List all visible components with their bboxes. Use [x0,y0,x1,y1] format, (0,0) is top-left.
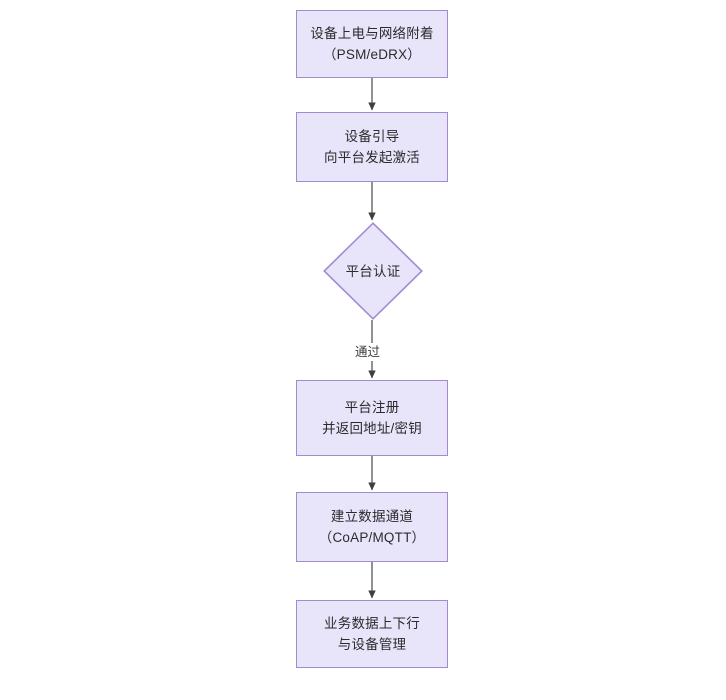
node-business-data-line2: 与设备管理 [337,637,407,652]
node-data-channel[interactable]: 建立数据通道 （CoAP/MQTT） [296,492,448,562]
node-device-bootstrap[interactable]: 设备引导 向平台发起激活 [296,112,448,182]
node-device-power-on[interactable]: 设备上电与网络附着 （PSM/eDRX） [296,10,448,78]
node-data-channel-line2: （CoAP/MQTT） [318,530,426,545]
diamond-shape-icon [323,222,423,320]
node-device-power-on-line2: （PSM/eDRX） [322,47,422,62]
node-platform-register-line2: 并返回地址/密钥 [322,421,422,436]
node-device-bootstrap-line1: 设备引导 [344,129,400,144]
edge-label-pass: 通过 [352,343,384,361]
node-device-bootstrap-line2: 向平台发起激活 [324,150,420,165]
node-device-power-on-line1: 设备上电与网络附着 [310,26,434,41]
node-platform-auth-label: 平台认证 [345,263,401,279]
node-platform-register-line1: 平台注册 [344,400,400,415]
node-business-data[interactable]: 业务数据上下行 与设备管理 [296,600,448,668]
edge-label-pass-text: 通过 [355,345,381,359]
node-data-channel-line1: 建立数据通道 [330,509,414,524]
node-business-data-line1: 业务数据上下行 [324,616,420,631]
node-platform-auth-decision[interactable]: 平台认证 [323,222,423,320]
node-platform-register[interactable]: 平台注册 并返回地址/密钥 [296,380,448,456]
